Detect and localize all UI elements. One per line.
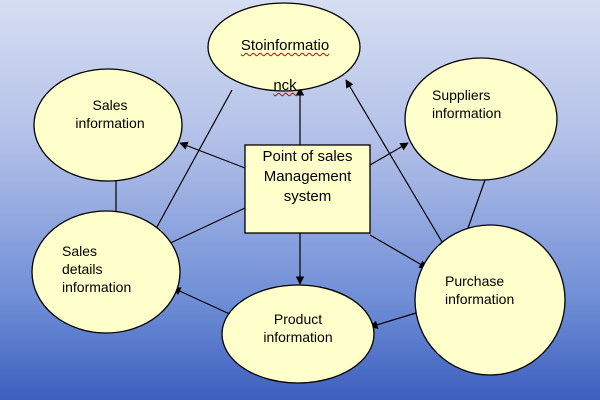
arrow-stock-to-sales-details [151, 89, 233, 237]
product-information-node [221, 284, 375, 384]
pos-management-system-label: Point of sales Management system [262, 148, 353, 205]
purchase-information-label: Purchase information [445, 273, 515, 307]
sales-details-information-label: Sales details information [62, 243, 132, 295]
stock-information-node [207, 2, 361, 92]
stock-label-line2: nck [273, 77, 297, 94]
arrow-center-to-sales [179, 141, 246, 169]
arrow-center-to-purchase [369, 234, 428, 269]
suppliers-information-node [404, 57, 558, 181]
stock-information-label: Stoinformatio nck [210, 16, 360, 96]
arrow-center-to-suppliers [369, 142, 409, 166]
product-information-label: Product information [263, 311, 333, 345]
stock-label-line1: Stoinformatio [240, 37, 330, 54]
pos-management-system-node [244, 144, 371, 234]
sales-details-information-node [31, 210, 181, 334]
sales-information-label: Sales information [75, 97, 145, 131]
sales-information-node [33, 68, 183, 182]
arrow-purchase-to-stock [345, 79, 449, 253]
arrow-purchase-to-product [369, 312, 417, 329]
suppliers-information-label: Suppliers information [432, 87, 502, 121]
arrow-product-to-sales-details [172, 287, 235, 317]
arrow-center-to-sales-details [163, 207, 246, 247]
purchase-information-node [414, 224, 566, 376]
